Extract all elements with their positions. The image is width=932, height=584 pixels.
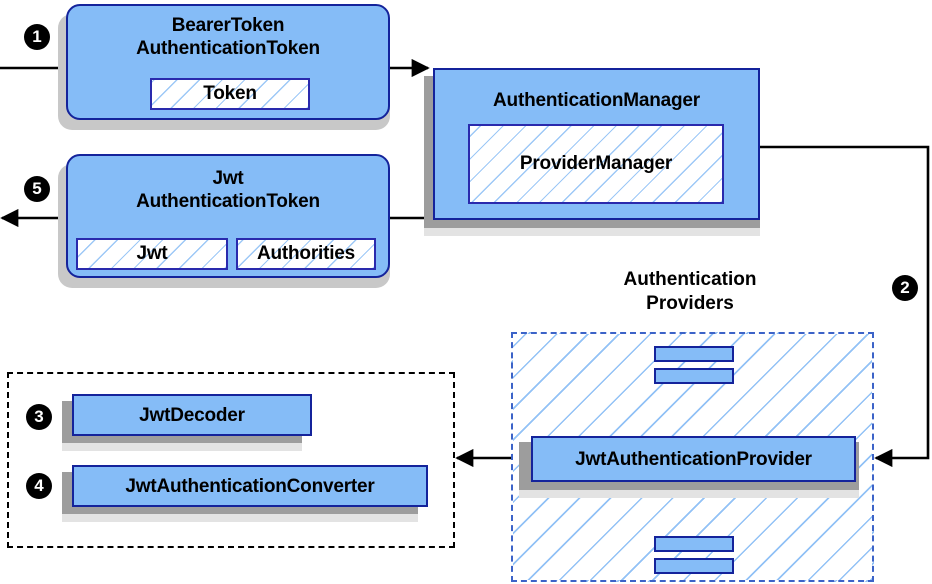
step-marker-2: 2 bbox=[892, 275, 918, 301]
connector-manager-to-provider bbox=[760, 145, 930, 468]
provider-manager-label: ProviderManager bbox=[519, 153, 673, 174]
jwt-decoder-box[interactable]: JwtDecoder bbox=[72, 394, 312, 436]
bearer-token-field-token-label: Token bbox=[203, 83, 257, 104]
jwt-token-title-line1: Jwt bbox=[212, 168, 244, 189]
bearer-token-field-token[interactable]: Token bbox=[150, 78, 310, 110]
authentication-providers-caption: Authentication Providers bbox=[565, 268, 815, 316]
bearer-token-title-line1: BearerToken bbox=[171, 15, 285, 36]
step-marker-1: 1 bbox=[24, 24, 50, 50]
provider-placeholder-bar-top-1[interactable] bbox=[654, 346, 734, 362]
jwt-decoder-label: JwtDecoder bbox=[139, 405, 245, 426]
jwt-token-field-jwt[interactable]: Jwt bbox=[76, 238, 228, 270]
jwt-support-components-container bbox=[7, 372, 455, 548]
authentication-providers-caption-line1: Authentication bbox=[623, 269, 757, 290]
jwt-authentication-provider-label: JwtAuthenticationProvider bbox=[575, 449, 812, 470]
jwt-token-field-authorities-label: Authorities bbox=[256, 243, 356, 264]
authentication-manager-title: AuthenticationManager bbox=[493, 90, 700, 111]
jwt-authentication-provider-box[interactable]: JwtAuthenticationProvider bbox=[531, 436, 856, 482]
jwt-token-field-authorities[interactable]: Authorities bbox=[236, 238, 376, 270]
jwt-token-field-jwt-label: Jwt bbox=[136, 243, 168, 264]
bearer-token-title-line2: AuthenticationToken bbox=[136, 38, 320, 59]
provider-manager-box[interactable]: ProviderManager bbox=[468, 124, 724, 204]
step-marker-4: 4 bbox=[26, 473, 52, 499]
jwt-authentication-converter-label: JwtAuthenticationConverter bbox=[125, 476, 375, 497]
provider-placeholder-bar-top-2[interactable] bbox=[654, 368, 734, 384]
authentication-providers-caption-line2: Providers bbox=[646, 293, 734, 314]
provider-placeholder-bar-bottom-2[interactable] bbox=[654, 558, 734, 574]
provider-placeholder-bar-bottom-1[interactable] bbox=[654, 536, 734, 552]
step-marker-5: 5 bbox=[24, 176, 50, 202]
step-marker-3: 3 bbox=[26, 404, 52, 430]
jwt-authentication-converter-box[interactable]: JwtAuthenticationConverter bbox=[72, 465, 428, 507]
jwt-token-title-line2: AuthenticationToken bbox=[136, 191, 320, 212]
